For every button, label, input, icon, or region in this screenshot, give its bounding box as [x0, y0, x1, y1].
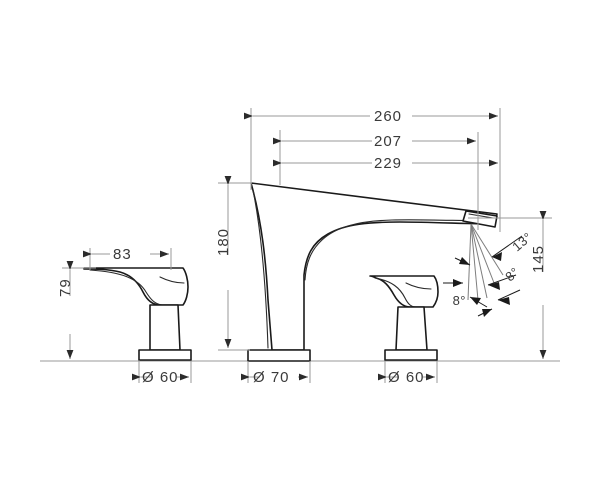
angle-callout-13: 13° [491, 229, 535, 261]
dimension-base-left-label: Ø 60 [142, 369, 179, 386]
dimension-spout-reach-outer: 229 [273, 155, 498, 172]
angle-8-middle-label: 8° [502, 264, 522, 284]
dimension-base-right-label: Ø 60 [388, 369, 425, 386]
dimension-229-label: 229 [374, 155, 402, 172]
dimension-260-label: 260 [374, 108, 402, 125]
dimension-207-label: 207 [374, 133, 402, 150]
angle-callout-8-middle: 8° [487, 264, 522, 290]
dimension-handle-width: 83 [83, 246, 172, 270]
dimension-outlet-height: 145 [440, 211, 552, 362]
dimension-base-right: Ø 60 [378, 361, 438, 386]
dimension-83-label: 83 [113, 246, 132, 263]
dimension-spout-height: 180 [215, 176, 252, 351]
dimension-handle-height: 79 [57, 261, 140, 362]
dimension-base-center: Ø 70 [241, 361, 311, 386]
dimension-79-label: 79 [57, 278, 74, 297]
top-extension-lines [250, 108, 501, 232]
dimension-base-left: Ø 60 [132, 361, 192, 386]
dimension-spout-reach-inner: 207 [273, 133, 476, 150]
water-flow-lines [467, 223, 504, 301]
angle-callout-8-lower: 8° [453, 293, 488, 308]
center-spout-assembly [247, 182, 498, 362]
dimension-overall-width: 260 [244, 108, 498, 125]
right-handle-assembly [369, 275, 439, 361]
angle-leader-arrows [443, 257, 521, 317]
left-handle-assembly [83, 267, 192, 361]
angle-8-lower-label: 8° [453, 293, 466, 308]
dimension-base-center-label: Ø 70 [253, 369, 290, 386]
dimension-145-label: 145 [530, 245, 547, 273]
dimension-180-label: 180 [215, 228, 232, 256]
